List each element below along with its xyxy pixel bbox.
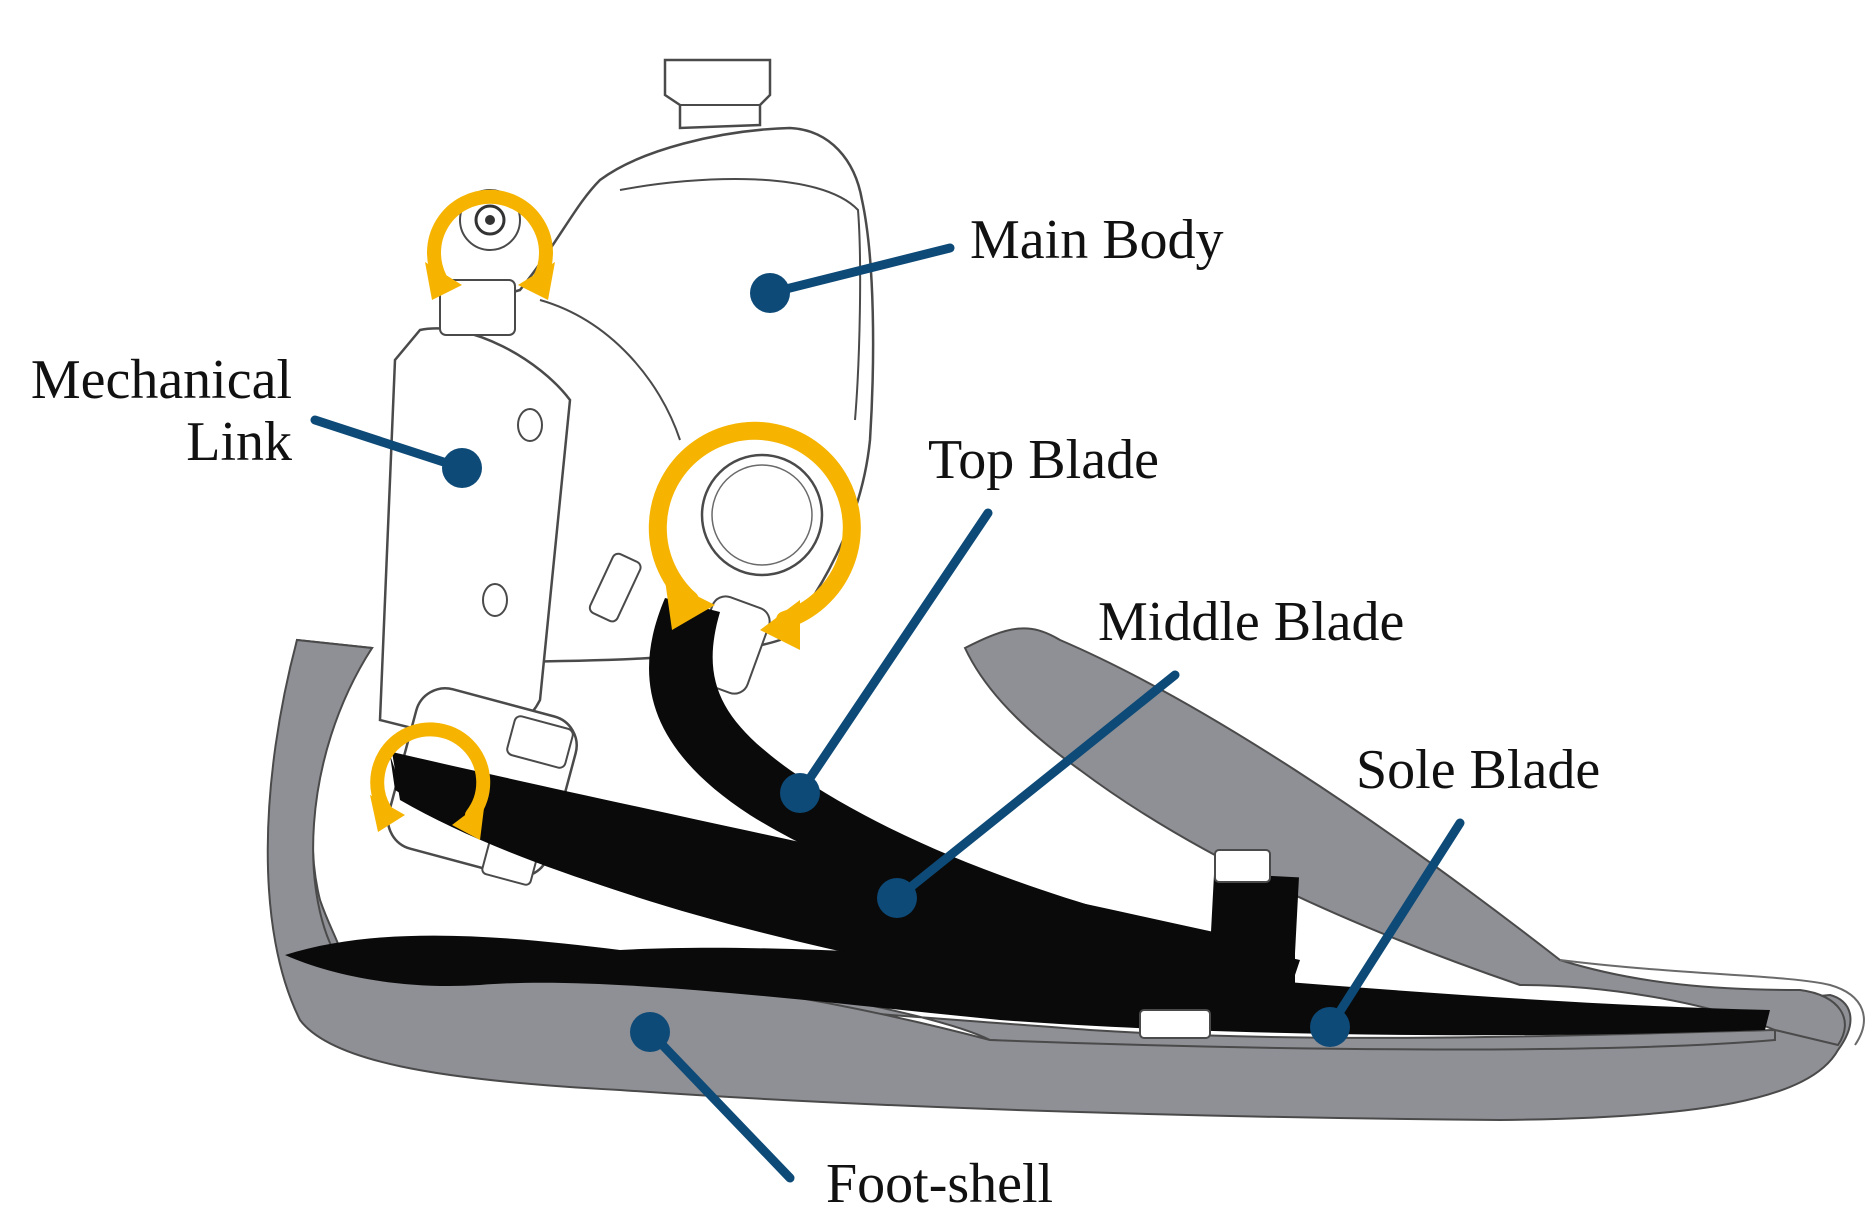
rotation-arrows <box>370 189 861 840</box>
upper-link-pivot-dot <box>485 215 495 225</box>
ankle-pivot-inner <box>711 464 813 566</box>
pylon-adapter <box>663 58 772 130</box>
leader-lines <box>310 243 1465 1183</box>
middle-blade-body <box>392 752 1295 1030</box>
label-top-blade: Top Blade <box>928 429 1159 491</box>
circular-arrow-icon <box>425 189 555 300</box>
label-mechanical-link-line1: Mechanical <box>31 349 292 411</box>
top-blade-leader <box>780 508 993 813</box>
label-middle-blade: Middle Blade <box>1098 591 1404 653</box>
dot-marker <box>750 273 790 313</box>
label-foot-shell: Foot-shell <box>826 1153 1053 1215</box>
label-main-body: Main Body <box>970 209 1224 271</box>
dot-marker <box>442 448 482 488</box>
sole-blade-clip <box>1139 1009 1211 1039</box>
upper-link-bar <box>439 279 516 336</box>
dot-marker <box>877 878 917 918</box>
sole-blade <box>285 935 1770 1036</box>
link-hole-upper <box>517 408 543 442</box>
link-hole-lower <box>482 583 508 617</box>
label-sole-blade: Sole Blade <box>1356 739 1600 801</box>
main-body-inner-contour <box>619 178 862 421</box>
circular-arrow-icon <box>370 722 491 840</box>
circular-arrow-icon <box>648 421 861 650</box>
foot-shell-dorsal <box>963 627 1846 1047</box>
mechanical-link-outline <box>378 327 572 741</box>
blades <box>285 598 1770 1039</box>
main-body-leader <box>750 243 955 313</box>
label-mechanical-link-line2: Link <box>186 411 292 473</box>
dot-marker <box>630 1012 670 1052</box>
dot-marker <box>780 773 820 813</box>
blade-clamp-bolt <box>1214 849 1271 883</box>
main-body-lower-contour <box>539 299 681 441</box>
pivot-bolt <box>588 552 642 623</box>
foot-shell-toe-outline <box>1559 959 1865 1046</box>
labels: Main Body Mechanical Link Top Blade Midd… <box>31 209 1600 1215</box>
middle-blade-leader <box>877 670 1180 918</box>
sole-blade-leader <box>1310 818 1465 1047</box>
mechanical-link-leader <box>310 415 482 488</box>
lower-bolt-head <box>506 715 574 769</box>
dot-marker <box>1310 1007 1350 1047</box>
foot-shell-leader <box>630 1012 795 1183</box>
